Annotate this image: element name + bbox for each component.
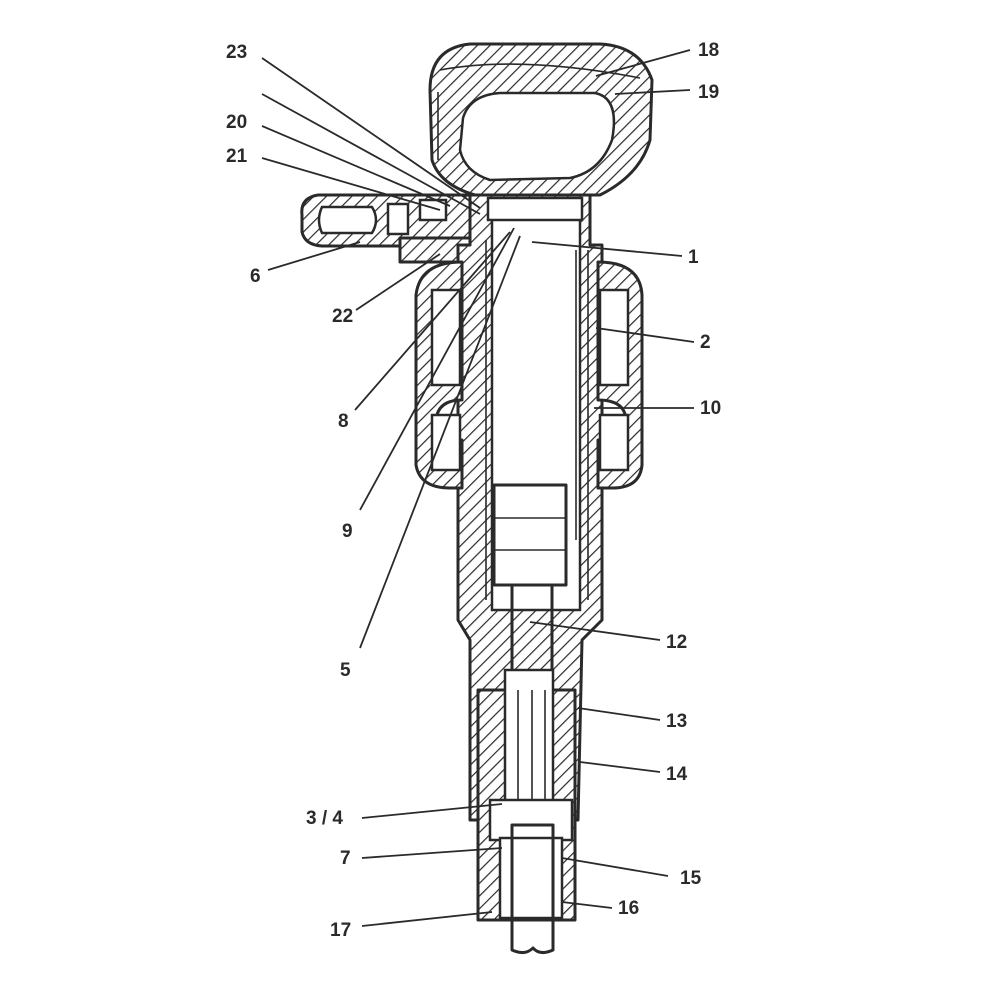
callout-9: 9 — [342, 521, 353, 542]
leader-17 — [595, 49, 691, 77]
callout-3-4: 3 / 4 — [306, 808, 343, 829]
leader-7 — [354, 231, 511, 411]
leader-3-4 — [361, 803, 503, 819]
callout-17: 18 — [698, 40, 719, 61]
handle — [428, 42, 654, 213]
leader-16 — [361, 911, 493, 927]
leader-lines — [261, 49, 695, 927]
callout-12: 13 — [666, 711, 687, 732]
callout-20: 21 — [226, 146, 248, 167]
leader-18 — [614, 89, 691, 95]
leader-11 — [529, 621, 661, 641]
leader-22 — [261, 57, 481, 209]
leader-2 — [595, 327, 695, 343]
callout-2: 2 — [700, 332, 711, 353]
side-grips — [414, 260, 644, 490]
leader-15 — [561, 901, 613, 909]
callout-15: 16 — [618, 898, 639, 919]
leader-1 — [531, 241, 683, 257]
callout-6: 6 — [250, 266, 261, 287]
leader-14 — [561, 857, 669, 877]
callout-21: 22 — [332, 306, 353, 327]
leader-12 — [577, 707, 661, 721]
callout-1: 1 — [688, 247, 699, 268]
callout-8: 7 — [340, 848, 351, 869]
callout-14: 15 — [680, 868, 702, 889]
leader-21 — [355, 253, 441, 311]
leader-13 — [579, 761, 661, 773]
callout-18: 19 — [698, 82, 719, 103]
callout-labels: 18 19 23 20 21 1 6 22 2 10 8 9 5 12 13 1… — [226, 40, 721, 941]
callout-10: 10 — [700, 398, 721, 419]
callout-7: 8 — [338, 411, 349, 432]
front-head — [476, 668, 577, 922]
callout-16: 17 — [330, 920, 351, 941]
leader-23 — [261, 93, 481, 215]
leader-8 — [361, 847, 503, 859]
leader-5 — [359, 235, 521, 649]
callout-11: 12 — [666, 632, 687, 653]
callout-19: 20 — [226, 112, 247, 133]
callout-13: 14 — [666, 764, 688, 785]
leader-19 — [261, 125, 451, 207]
callout-5: 5 — [340, 660, 351, 681]
callout-22: 23 — [226, 42, 247, 63]
leader-20 — [261, 157, 441, 211]
leader-6 — [267, 241, 361, 271]
tool-shank — [510, 823, 555, 955]
leader-9 — [359, 227, 515, 511]
cylinder-body — [456, 193, 604, 822]
